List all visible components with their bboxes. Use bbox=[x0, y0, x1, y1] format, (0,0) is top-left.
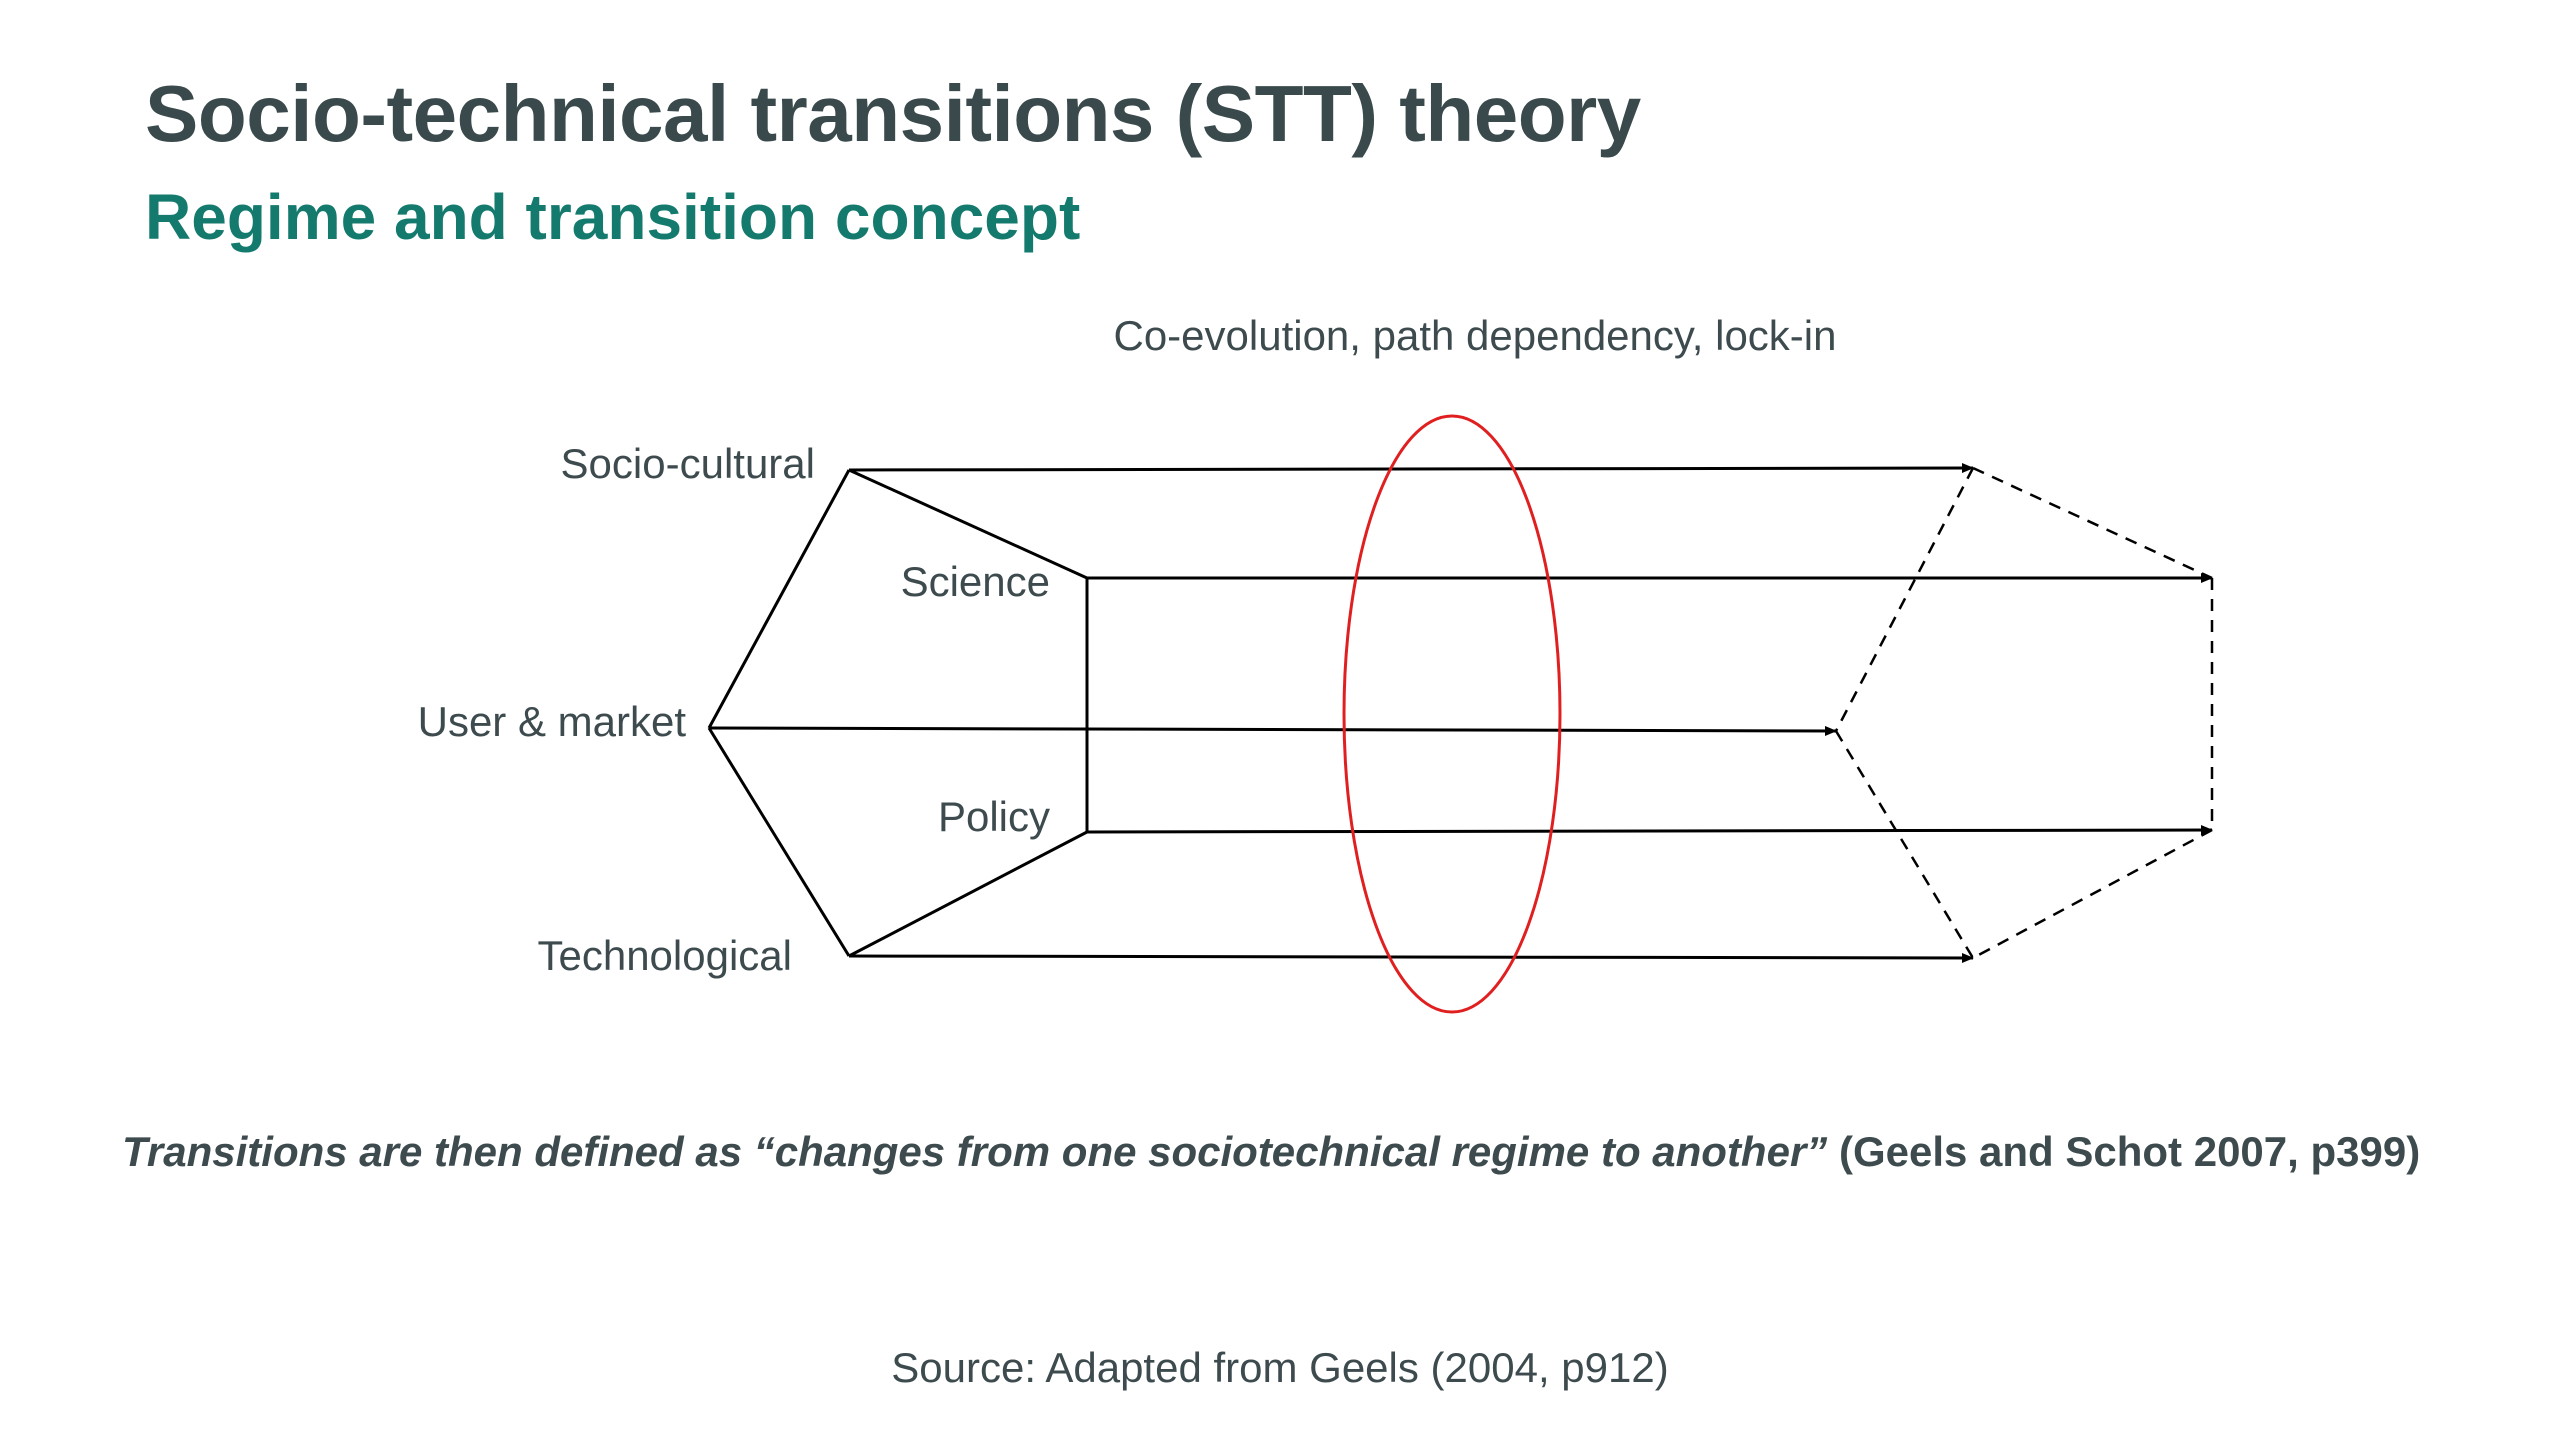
coevolution-ellipse bbox=[1342, 414, 1562, 1014]
label-policy: Policy bbox=[938, 793, 1050, 840]
dashed-socio-to-science bbox=[1972, 466, 2213, 580]
slide-title: Socio-technical transitions (STT) theory bbox=[145, 69, 1641, 158]
slide-subtitle: Regime and transition concept bbox=[145, 181, 1081, 253]
edge-user-to-tech bbox=[707, 727, 851, 957]
dashed-socio-to-user bbox=[1834, 467, 1975, 732]
edge-socio-to-science bbox=[848, 468, 1088, 580]
arrow-technological bbox=[848, 952, 1974, 963]
dashed-user-to-tech bbox=[1834, 730, 1975, 959]
edge-policy-to-tech bbox=[848, 830, 1088, 958]
arrow-policy bbox=[1086, 825, 2213, 836]
top-label: Co-evolution, path dependency, lock-in bbox=[1113, 312, 1836, 359]
trajectory-arrows bbox=[708, 463, 2213, 963]
regime-right-shape bbox=[1834, 466, 2214, 960]
label-science: Science bbox=[901, 558, 1050, 605]
source-note: Source: Adapted from Geels (2004, p912) bbox=[891, 1344, 1669, 1391]
label-technological: Technological bbox=[537, 932, 792, 979]
edge-socio-to-user bbox=[707, 469, 851, 729]
quote-italic-text: Transitions are then defined as “changes… bbox=[122, 1128, 1828, 1175]
regime-left-shape bbox=[707, 468, 1089, 958]
dashed-policy-to-tech bbox=[1972, 828, 2213, 960]
arrow-socio-cultural bbox=[848, 463, 1974, 474]
definition-quote: Transitions are then defined as “changes… bbox=[122, 1128, 2420, 1176]
label-socio-cultural: Socio-cultural bbox=[561, 440, 815, 487]
label-user-market: User & market bbox=[418, 698, 687, 745]
arrow-user-market bbox=[708, 725, 1837, 736]
quote-citation: (Geels and Schot 2007, p399) bbox=[1827, 1128, 2421, 1175]
